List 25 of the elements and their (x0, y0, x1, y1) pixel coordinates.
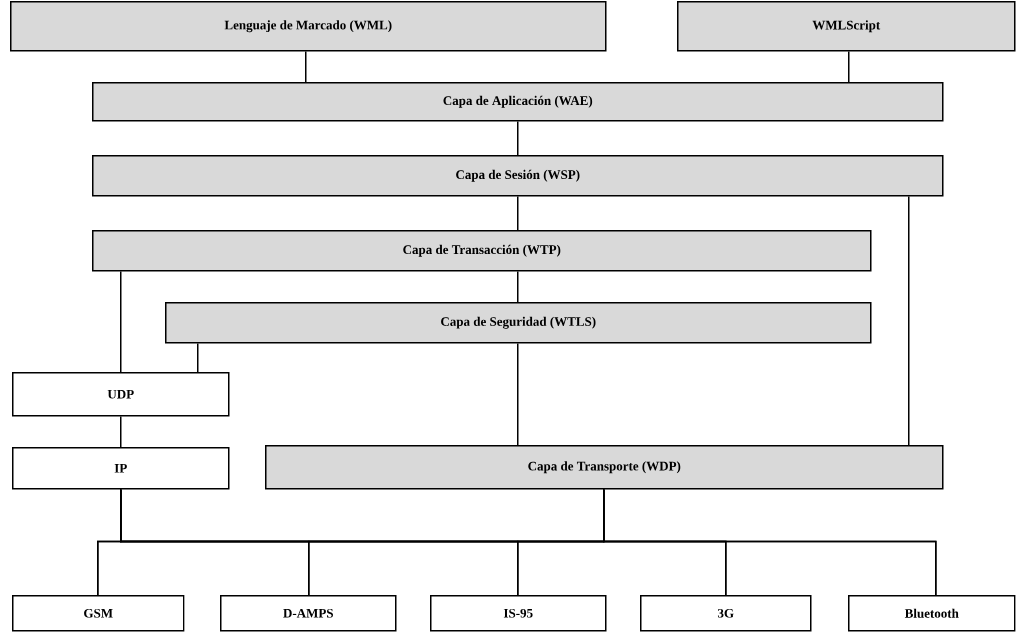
layer-box: Lenguaje de Marcado (WML) (10, 1, 607, 52)
connector-line (517, 270, 519, 303)
layer-box: WMLScript (677, 1, 1016, 52)
layer-box: Capa de Seguridad (WTLS) (165, 302, 872, 344)
protocol-box: D-AMPS (220, 595, 397, 632)
protocol-box: GSM (12, 595, 185, 632)
layer-box: Capa de Aplicación (WAE) (92, 82, 944, 122)
connector-line (120, 270, 122, 373)
connector-line (603, 488, 937, 596)
protocol-box: Bluetooth (848, 595, 1016, 632)
connector-line (517, 342, 519, 446)
connector-line (305, 50, 307, 83)
connector-line (197, 342, 199, 373)
connector-line (517, 120, 519, 156)
protocol-box: IP (12, 447, 230, 490)
connector-line (908, 195, 910, 446)
layer-box: Capa de Transacción (WTP) (92, 230, 872, 272)
connector-line (517, 195, 519, 231)
protocol-box: 3G (640, 595, 812, 632)
protocol-box: IS-95 (430, 595, 607, 632)
layer-box: Capa de Sesión (WSP) (92, 155, 944, 197)
protocol-box: UDP (12, 372, 230, 417)
layer-box: Capa de Transporte (WDP) (265, 445, 944, 490)
connector-line (120, 415, 122, 448)
connector-line (848, 50, 850, 83)
